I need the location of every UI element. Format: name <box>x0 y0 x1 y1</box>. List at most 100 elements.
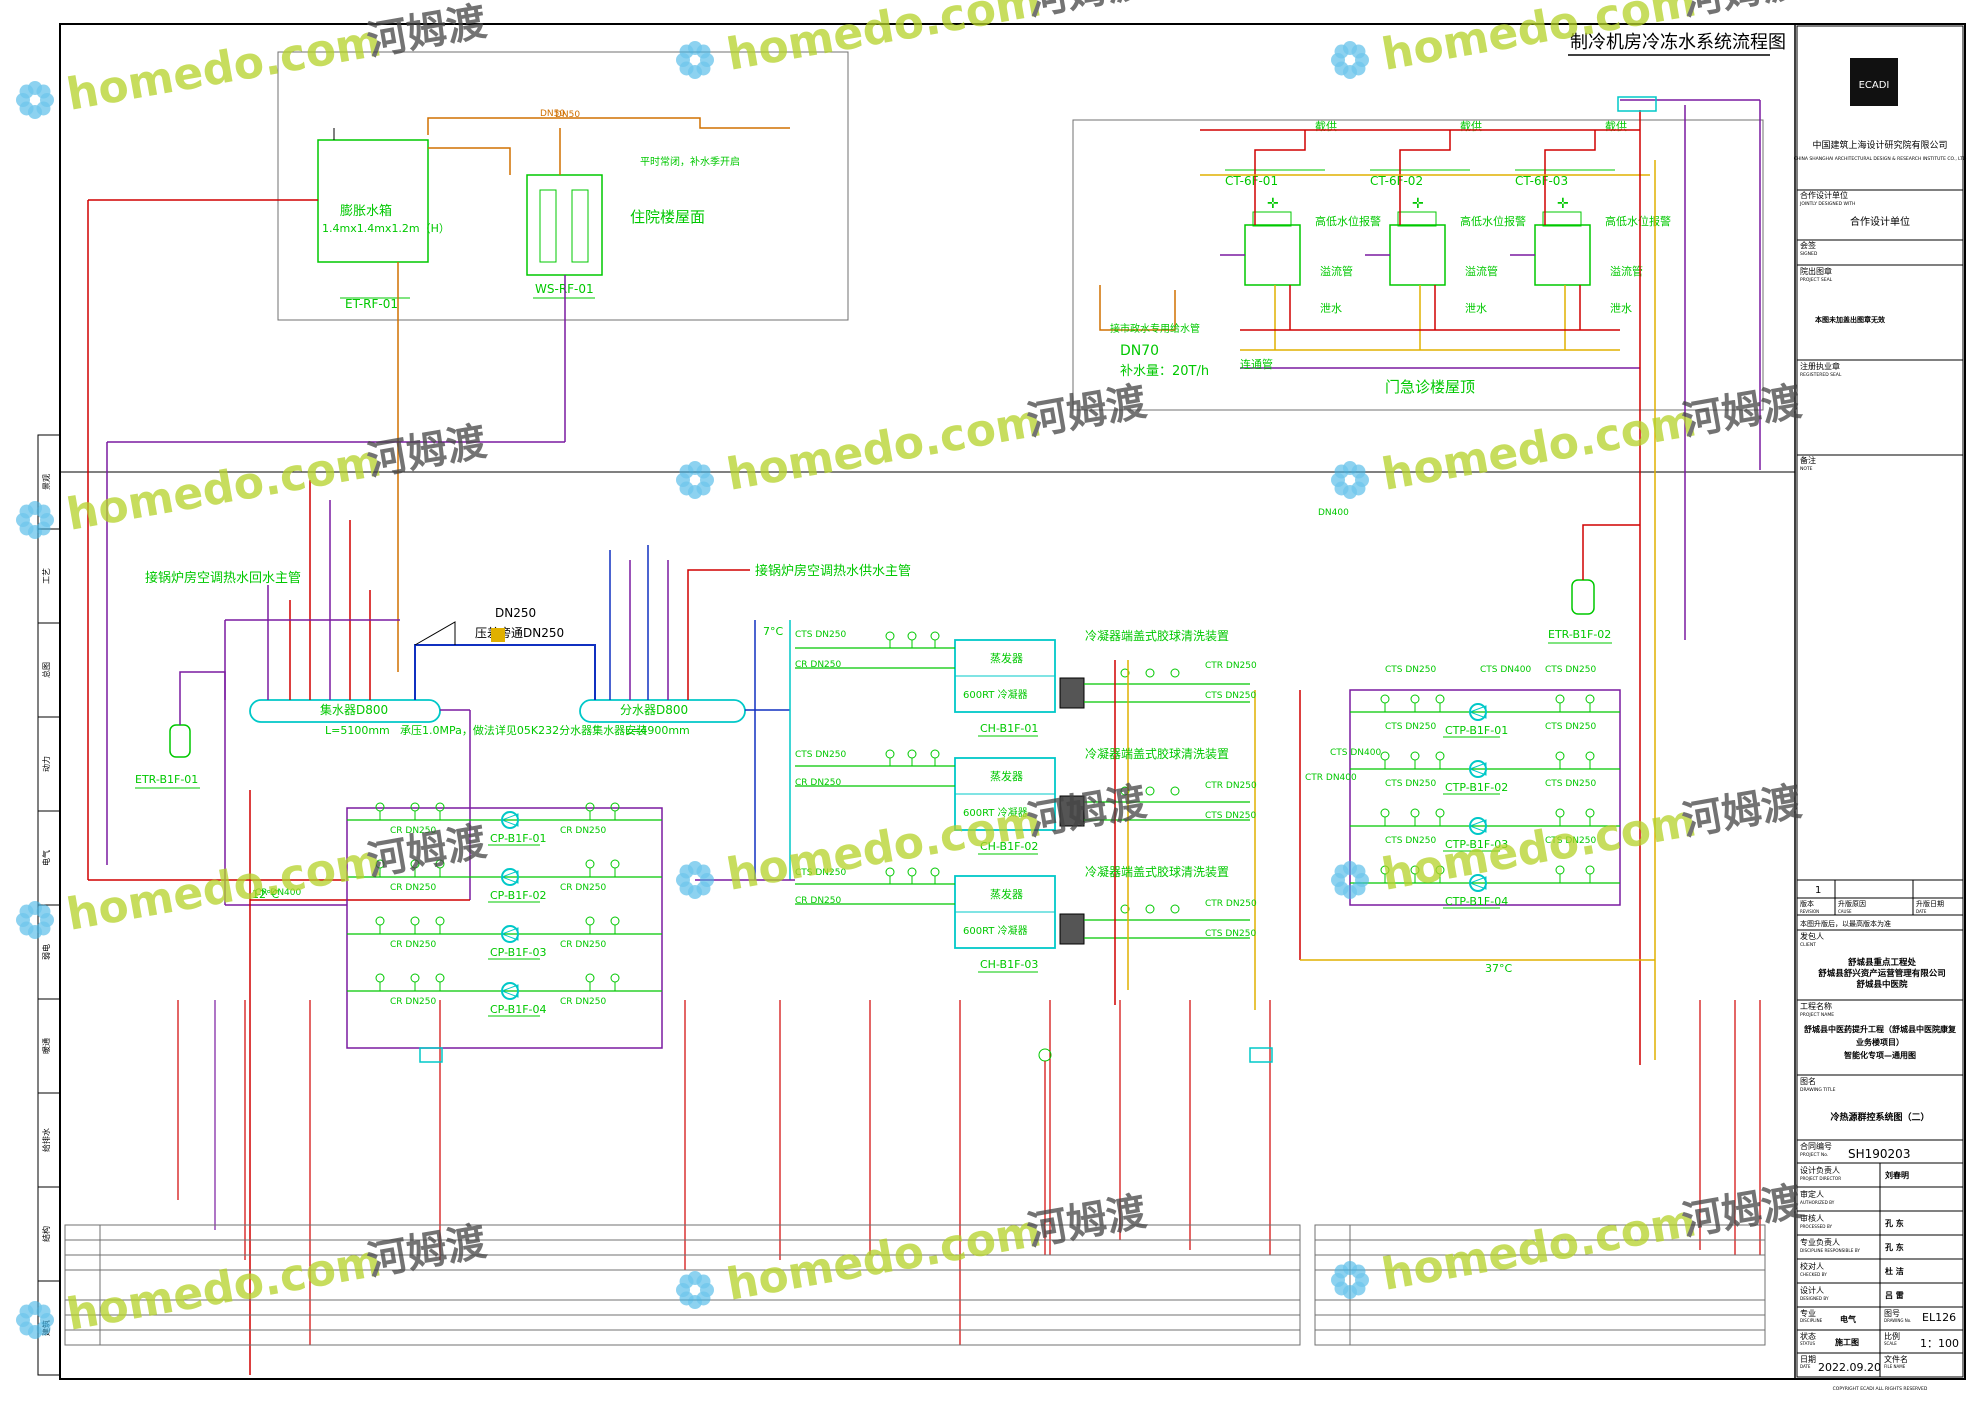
svg-text:homedo.com: homedo.com <box>63 1235 385 1340</box>
svg-text:业务楼项目）: 业务楼项目） <box>1856 1037 1904 1047</box>
discipline-strip-label: 电气 <box>41 850 51 866</box>
etr-tank-2: ETR-B1F-02 <box>1548 524 1640 644</box>
svg-text:蒸发器: 蒸发器 <box>990 769 1023 783</box>
svg-text:CTS DN400: CTS DN400 <box>1330 748 1381 758</box>
discipline-strip-label: 暖通 <box>41 1038 51 1054</box>
svg-text:homedo.com: homedo.com <box>1378 1195 1700 1300</box>
svg-text:CHECKED BY: CHECKED BY <box>1800 1272 1827 1277</box>
svg-text:高低水位报警: 高低水位报警 <box>1315 214 1381 228</box>
cw-pump: CTP-B1F-01 <box>1350 694 1620 738</box>
svg-text:河姆渡: 河姆渡 <box>364 819 490 885</box>
distributor-header: 分水器D800 L=4900mm <box>579 699 746 737</box>
cw-pump-tag: CTP-B1F-04 <box>1445 895 1508 908</box>
svg-text:CTS DN250: CTS DN250 <box>1205 691 1256 701</box>
cooling-tower-tag: CT-6F-02 <box>1370 174 1423 188</box>
svg-text:中国建筑上海设计研究院有限公司: 中国建筑上海设计研究院有限公司 <box>1812 139 1947 151</box>
left-discipline-strip: 景观工艺总图动力电气弱电暖通给排水结构建筑 <box>37 434 61 1376</box>
svg-text:CTR DN250: CTR DN250 <box>1205 899 1257 909</box>
chw-pump: CP-B1F-03 <box>347 916 662 960</box>
svg-text:STATUS: STATUS <box>1800 1341 1815 1346</box>
svg-text:泄水: 泄水 <box>1610 302 1632 315</box>
svg-text:CTS DN250: CTS DN250 <box>1545 665 1596 675</box>
outpatient-roof-label: 门急诊楼屋顶 <box>1385 378 1475 396</box>
svg-text:截供: 截供 <box>1605 119 1627 133</box>
svg-text:会签: 会签 <box>1800 240 1816 250</box>
discipline-strip-label: 给排水 <box>41 1128 51 1152</box>
svg-text:合作设计单位: 合作设计单位 <box>1800 190 1848 200</box>
svg-text:分水器D800: 分水器D800 <box>620 703 688 717</box>
svg-text:37°C: 37°C <box>1485 962 1512 975</box>
svg-text:homedo.com: homedo.com <box>723 1205 1045 1310</box>
svg-text:CTS DN250: CTS DN250 <box>795 630 846 640</box>
svg-text:PROJECT DIRECTOR: PROJECT DIRECTOR <box>1800 1176 1841 1181</box>
svg-text:DATE: DATE <box>1916 909 1927 914</box>
svg-text:河姆渡: 河姆渡 <box>1679 0 1805 25</box>
svg-text:设计负责人: 设计负责人 <box>1800 1165 1840 1175</box>
etr-tank-1: ETR-B1F-01 <box>135 671 226 789</box>
svg-text:高低水位报警: 高低水位报警 <box>1460 214 1526 228</box>
svg-text:工程名称: 工程名称 <box>1800 1001 1832 1011</box>
svg-text:JOINTLY DESIGNED WITH: JOINTLY DESIGNED WITH <box>1799 201 1855 207</box>
svg-text:合作设计单位: 合作设计单位 <box>1850 215 1910 228</box>
svg-text:ECADI: ECADI <box>1859 80 1890 91</box>
svg-text:ETR-B1F-02: ETR-B1F-02 <box>1548 628 1611 641</box>
cooling-tower-tag: CT-6F-03 <box>1515 174 1568 188</box>
svg-text:CHINA SHANGHAI ARCHITECTURAL D: CHINA SHANGHAI ARCHITECTURAL DESIGN & RE… <box>1794 156 1967 162</box>
svg-text:审核人: 审核人 <box>1800 1213 1824 1223</box>
svg-text:L=4900mm: L=4900mm <box>625 724 690 737</box>
svg-text:日期: 日期 <box>1800 1355 1816 1364</box>
svg-text:专业负责人: 专业负责人 <box>1800 1237 1840 1247</box>
svg-text:发包人: 发包人 <box>1800 931 1824 941</box>
svg-text:SH190203: SH190203 <box>1848 1147 1910 1161</box>
svg-text:蒸发器: 蒸发器 <box>990 651 1023 665</box>
svg-text:河姆渡: 河姆渡 <box>1024 1189 1150 1255</box>
svg-text:注册执业章: 注册执业章 <box>1800 361 1840 371</box>
flow-dn: DN70 <box>1120 343 1159 359</box>
expansion-tank-name: 膨胀水箱 <box>340 203 392 219</box>
expansion-tank-size: 1.4mx1.4mx1.2m（H） <box>322 222 450 235</box>
svg-text:合同编号: 合同编号 <box>1800 1141 1832 1151</box>
svg-text:homedo.com: homedo.com <box>63 15 385 120</box>
svg-text:溢流管: 溢流管 <box>1465 264 1498 278</box>
boiler-return-label: 接锅炉房空调热水回水主管 <box>145 570 301 586</box>
svg-text:✛: ✛ <box>1267 196 1279 212</box>
svg-text:CLIENT: CLIENT <box>1800 942 1816 948</box>
inpatient-roof-area <box>277 51 849 321</box>
svg-text:升版日期: 升版日期 <box>1916 899 1944 908</box>
svg-text:升版原因: 升版原因 <box>1838 899 1866 908</box>
svg-text:600RT 冷凝器: 600RT 冷凝器 <box>963 688 1028 701</box>
svg-text:homedo.com: homedo.com <box>723 0 1045 81</box>
svg-text:截供: 截供 <box>1315 119 1337 133</box>
svg-text:CTR DN250: CTR DN250 <box>1205 661 1257 671</box>
connect-pipe-label: 连通管 <box>1240 357 1273 371</box>
svg-text:homedo.com: homedo.com <box>723 395 1045 500</box>
svg-text:DN50: DN50 <box>540 109 565 119</box>
svg-text:CR DN250: CR DN250 <box>795 660 842 670</box>
svg-text:PROJECT No.: PROJECT No. <box>1800 1152 1828 1158</box>
chw-pump-skid <box>346 807 663 1049</box>
svg-text:溢流管: 溢流管 <box>1320 264 1353 278</box>
svg-text:泄水: 泄水 <box>1320 302 1342 315</box>
svg-text:舒城县中医院: 舒城县中医院 <box>1855 979 1908 990</box>
svg-text:设计人: 设计人 <box>1800 1285 1824 1295</box>
drawing-title: 制冷机房冷冻水系统流程图 <box>1570 32 1786 53</box>
svg-text:REGISTERED SEAL: REGISTERED SEAL <box>1800 372 1842 378</box>
svg-text:河姆渡: 河姆渡 <box>1024 379 1150 445</box>
svg-text:L=5100mm: L=5100mm <box>325 724 390 737</box>
svg-text:SCALE: SCALE <box>1884 1341 1897 1346</box>
svg-text:DRAWING TITLE: DRAWING TITLE <box>1800 1087 1836 1093</box>
cw-pump-skid <box>1349 689 1621 906</box>
chw-pump: CP-B1F-02 <box>347 859 662 903</box>
svg-text:homedo.com: homedo.com <box>1378 395 1700 500</box>
svg-text:AUTHORIZED BY: AUTHORIZED BY <box>1800 1200 1835 1205</box>
svg-text:CTS DN250: CTS DN250 <box>1205 811 1256 821</box>
control-bus-left <box>64 1224 1301 1346</box>
svg-text:600RT 冷凝器: 600RT 冷凝器 <box>963 806 1028 819</box>
svg-text:CTR DN400: CTR DN400 <box>1305 773 1357 783</box>
svg-text:刘春明: 刘春明 <box>1885 1170 1909 1180</box>
